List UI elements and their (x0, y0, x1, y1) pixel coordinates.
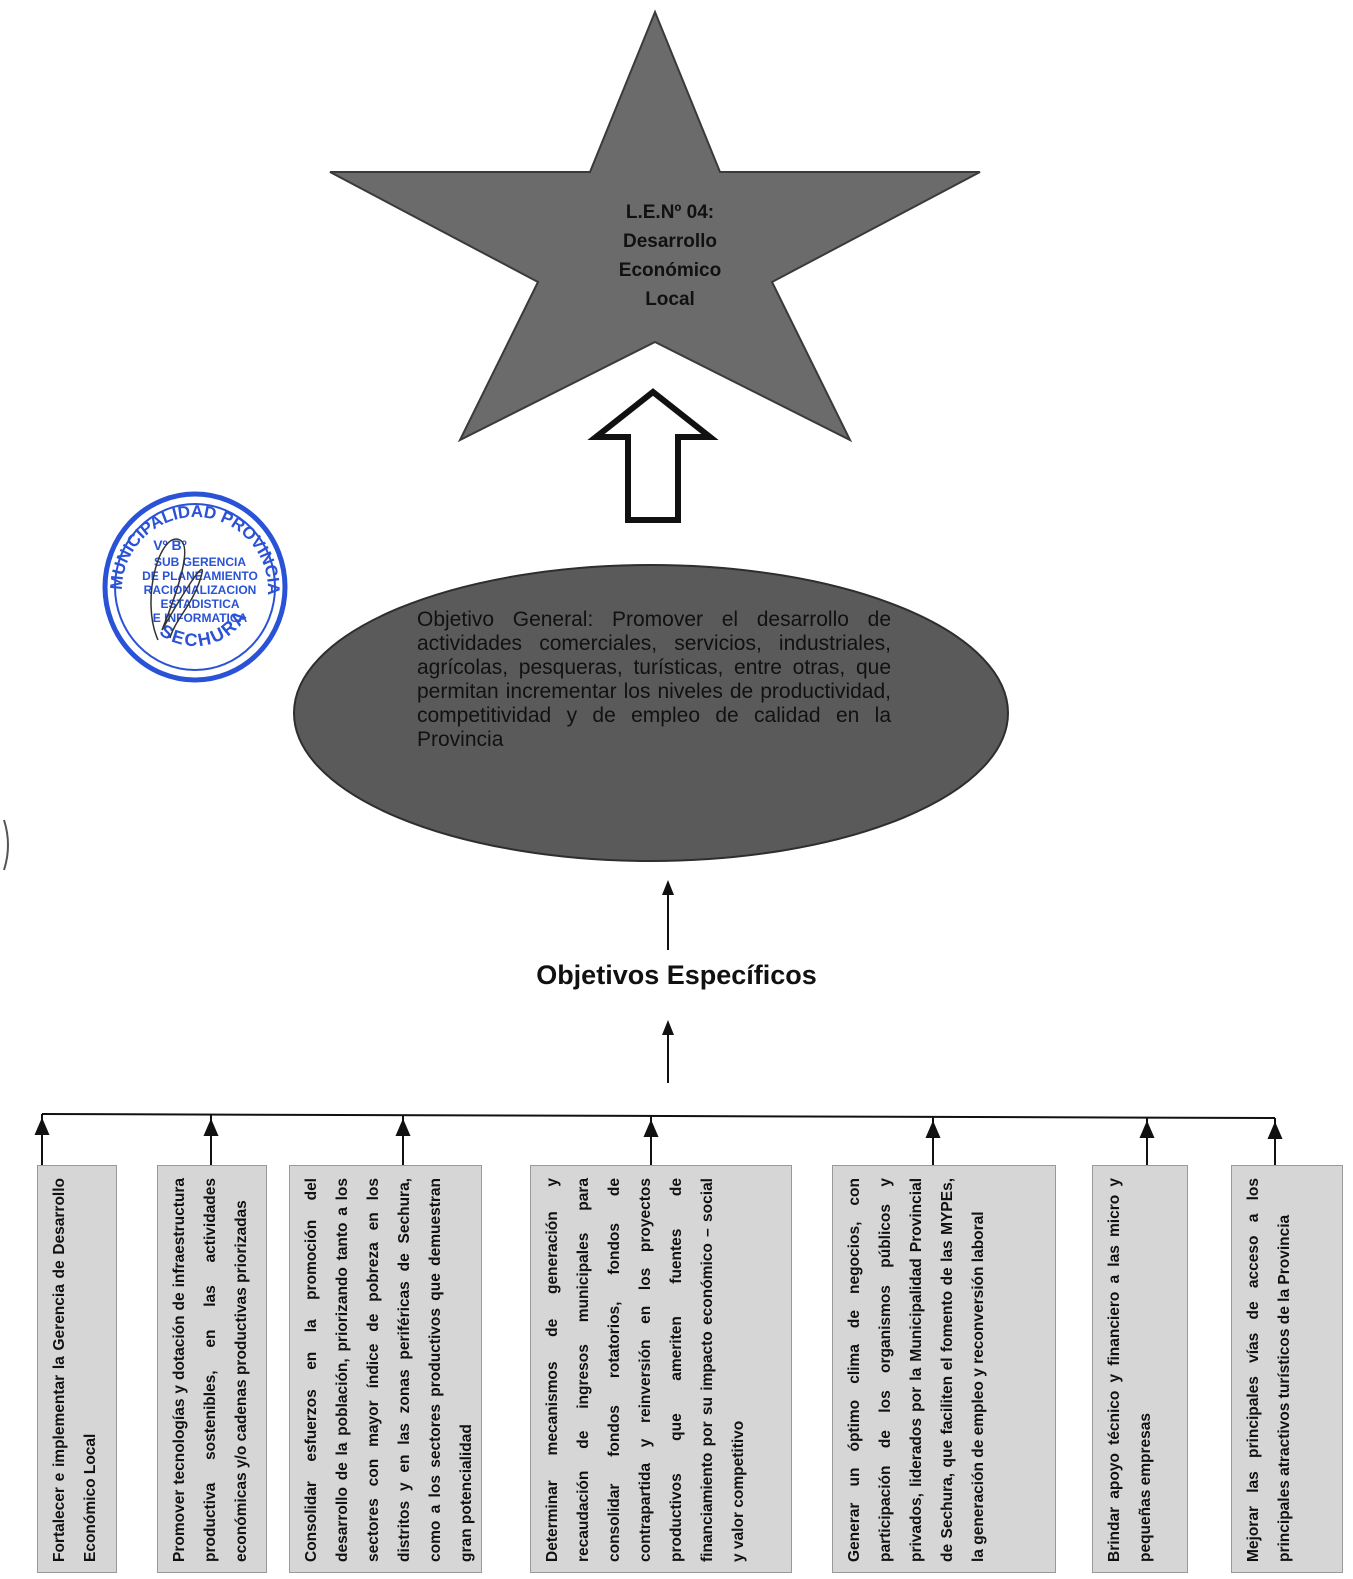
specific-objective-text: Fortalecer e implementar la Gerencia de … (51, 1178, 99, 1562)
specific-objective-box-2: Promover tecnologías y dotación de infra… (157, 1165, 267, 1573)
specific-objective-box-7: Mejorar las principales vías de acceso a… (1231, 1165, 1343, 1573)
specific-objective-box-3: Consolidar esfuerzos en la promoción del… (289, 1165, 482, 1573)
arrowhead-up-2 (662, 1020, 674, 1035)
municipal-stamp: MUNICIPALIDAD PROVINCIAL SECHURA Vº Bº S… (100, 490, 288, 683)
stamp-line: SUB GERENCIA (154, 555, 246, 569)
star-label: L.E.Nº 04: Desarrollo Económico Local (560, 198, 780, 314)
specific-objective-text: Brindar apoyo técnico y financiero a las… (1106, 1178, 1154, 1562)
specific-objective-box-1: Fortalecer e implementar la Gerencia de … (37, 1165, 117, 1573)
star-label-line: Local (645, 289, 695, 310)
star-shape (329, 9, 981, 443)
specific-objective-text: Determinar mecanismos de generación y re… (544, 1178, 747, 1562)
specific-objective-text: Promover tecnologías y dotación de infra… (171, 1178, 250, 1562)
specific-objective-text: Generar un óptimo clima de negocios, con… (846, 1178, 987, 1562)
specific-objective-box-6: Brindar apoyo técnico y financiero a las… (1092, 1165, 1188, 1573)
arrowhead-up-1 (662, 880, 674, 895)
hollow-up-arrow (587, 388, 719, 523)
specific-objectives-title: Objetivos Específicos (536, 960, 817, 990)
edge-mark (3, 819, 9, 871)
star-label-line: Económico (618, 260, 722, 281)
general-objective-text: Objetivo General: Promover el desarrollo… (417, 608, 891, 751)
specific-objective-text: Mejorar las principales vías de acceso a… (1245, 1178, 1293, 1562)
star-label-line: L.E.Nº 04: (625, 202, 715, 223)
stamp-line: E INFORMATICA (153, 611, 248, 625)
stamp-line: RACIONALIZACION (144, 583, 257, 597)
box-connectors (34, 1114, 1283, 1165)
specific-objective-box-5: Generar un óptimo clima de negocios, con… (832, 1165, 1056, 1573)
stamp-line: ESTADISTICA (160, 597, 239, 611)
stamp-signature (150, 538, 204, 641)
stamp-line: Vº Bº (153, 537, 187, 553)
stamp-line: DE PLANEAMIENTO (142, 569, 258, 583)
star-label-line: Desarrollo (623, 231, 717, 252)
specific-objective-box-4: Determinar mecanismos de generación y re… (530, 1165, 792, 1573)
horizontal-connector (41, 1113, 1276, 1119)
general-objective-ellipse (293, 564, 1009, 862)
specific-objective-text: Consolidar esfuerzos en la promoción del… (303, 1178, 475, 1562)
